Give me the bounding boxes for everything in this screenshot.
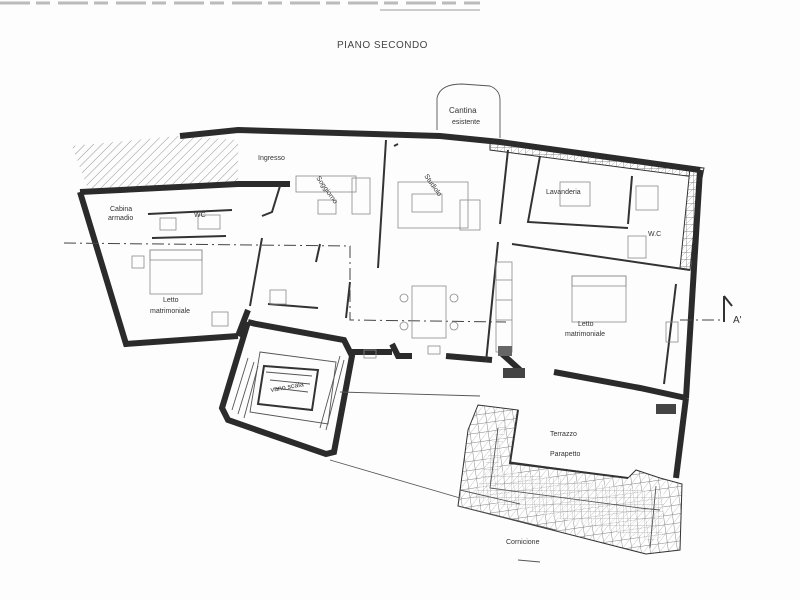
section-cut-line <box>63 242 733 323</box>
label-letto-left: Letto <box>163 297 179 304</box>
label-cabina-sub: armadio <box>108 215 133 222</box>
label-ingresso: Ingresso <box>258 155 285 162</box>
label-cabina: Cabina <box>110 206 132 213</box>
label-cantina-sub: esistente <box>452 119 480 126</box>
label-vano-scala: vano scala <box>270 381 304 394</box>
label-wc-right: W.C <box>648 231 661 238</box>
interior-walls <box>147 139 691 385</box>
section-mark: A' <box>733 315 742 326</box>
cantina-outline <box>436 83 501 138</box>
plan-title: PIANO SECONDO <box>337 40 428 51</box>
existing-area-hatch <box>72 136 238 189</box>
scan-artifacts <box>0 1 480 11</box>
exterior-walls <box>77 126 703 479</box>
label-letto-right-sub: matrimoniale <box>565 331 605 338</box>
structural-blocks <box>498 346 676 414</box>
label-letto-right: Letto <box>578 321 594 328</box>
terrace-grid <box>457 404 683 555</box>
label-wc-left: WC <box>194 212 206 219</box>
label-cantina: Cantina <box>449 106 477 115</box>
label-parapetto: Parapetto <box>550 451 580 458</box>
stairwell <box>231 351 345 431</box>
label-lavanderia: Lavanderia <box>546 189 581 196</box>
label-letto-left-sub: matrimoniale <box>150 308 190 315</box>
label-terrazzo: Terrazzo <box>550 431 577 438</box>
label-cornicione: Cornicione <box>506 539 540 546</box>
lower-edges <box>329 391 557 563</box>
upper-right-wall-strip <box>489 139 705 271</box>
